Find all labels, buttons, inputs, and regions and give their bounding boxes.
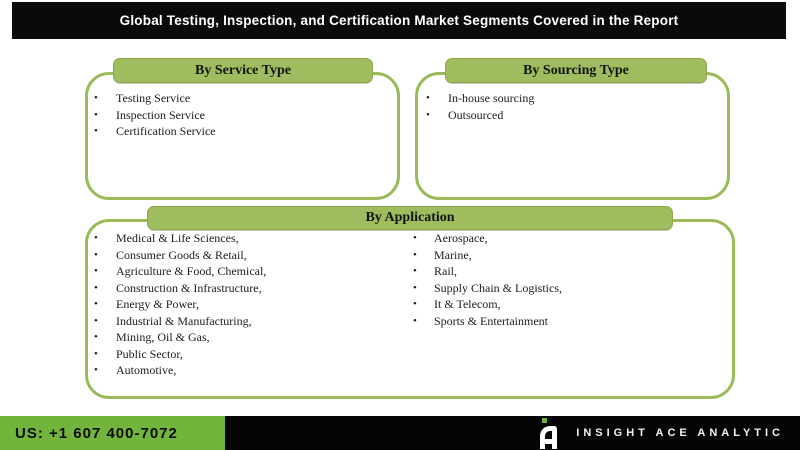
list-item: Automotive, xyxy=(88,362,410,379)
logo-letter-a xyxy=(540,425,558,449)
list-item: In-house sourcing xyxy=(420,90,720,107)
list-item: Supply Chain & Logistics, xyxy=(410,280,728,297)
list-item: Energy & Power, xyxy=(88,296,410,313)
application-list-right: Aerospace, Marine, Rail, Supply Chain & … xyxy=(410,230,728,379)
list-item: Industrial & Manufacturing, xyxy=(88,313,410,330)
list-item: Aerospace, xyxy=(410,230,728,247)
application-header-label: By Application xyxy=(365,210,455,225)
list-item: Certification Service xyxy=(88,123,388,140)
footer-brand-section: INSIGHT ACE ANALYTIC xyxy=(225,416,800,450)
service-type-header: By Service Type xyxy=(113,58,373,83)
sourcing-type-list: In-house sourcing Outsourced xyxy=(420,90,720,123)
list-item: Medical & Life Sciences, xyxy=(88,230,410,247)
brand-name: INSIGHT ACE ANALYTIC xyxy=(576,427,784,439)
list-item: It & Telecom, xyxy=(410,296,728,313)
insight-ace-logo-icon xyxy=(540,417,559,449)
sourcing-type-header: By Sourcing Type xyxy=(445,58,707,83)
list-item: Sports & Entertainment xyxy=(410,313,728,330)
footer-phone-section: US: +1 607 400-7072 xyxy=(0,416,225,450)
application-list-left: Medical & Life Sciences, Consumer Goods … xyxy=(88,230,410,379)
list-item: Testing Service xyxy=(88,90,388,107)
list-item: Rail, xyxy=(410,263,728,280)
list-item: Mining, Oil & Gas, xyxy=(88,329,410,346)
phone-number: US: +1 607 400-7072 xyxy=(15,424,178,442)
footer-bar: US: +1 607 400-7072 INSIGHT ACE ANALYTIC xyxy=(0,416,800,450)
list-item: Outsourced xyxy=(420,107,720,124)
title-bar: Global Testing, Inspection, and Certific… xyxy=(12,2,786,39)
service-type-list: Testing Service Inspection Service Certi… xyxy=(88,90,388,140)
list-item: Public Sector, xyxy=(88,346,410,363)
list-item: Consumer Goods & Retail, xyxy=(88,247,410,264)
application-header: By Application xyxy=(147,206,673,230)
service-type-header-label: By Service Type xyxy=(195,62,291,78)
application-columns: Medical & Life Sciences, Consumer Goods … xyxy=(88,230,728,379)
sourcing-type-header-label: By Sourcing Type xyxy=(523,62,629,78)
list-item: Agriculture & Food, Chemical, xyxy=(88,263,410,280)
list-item: Inspection Service xyxy=(88,107,388,124)
page-title: Global Testing, Inspection, and Certific… xyxy=(119,13,679,28)
logo-dot xyxy=(542,417,548,423)
list-item: Construction & Infrastructure, xyxy=(88,280,410,297)
list-item: Marine, xyxy=(410,247,728,264)
